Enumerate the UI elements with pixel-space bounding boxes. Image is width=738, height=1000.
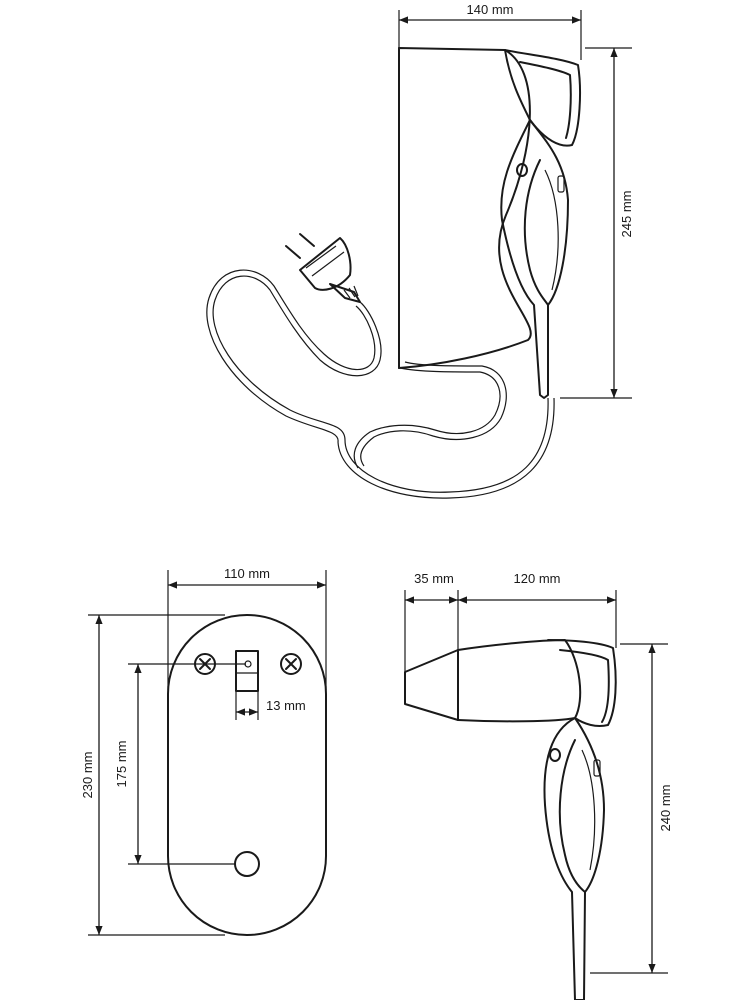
screw-hole-right [280, 653, 302, 675]
dryer-head-inner [519, 61, 572, 139]
dryer-side-handle [543, 717, 605, 1000]
handle-inner-line [544, 169, 559, 291]
dim-top-width: 140 mm [467, 2, 514, 17]
holder-view: 140 mm 245 mm [206, 2, 634, 499]
dim-side-height: 240 mm [658, 785, 673, 832]
mount-slot [235, 650, 259, 692]
dim-plate-height: 230 mm [80, 752, 95, 799]
dryer-nozzle [404, 649, 459, 721]
dryer-barrel [457, 639, 582, 723]
handle-grip-curve [523, 159, 549, 306]
dim-hole-spacing: 175 mm [114, 741, 129, 788]
holder-body [398, 47, 532, 369]
power-cord [206, 269, 555, 499]
side-speed-slider [593, 759, 601, 777]
dim-body-length: 120 mm [514, 571, 561, 586]
dryer-side-head [547, 639, 617, 728]
dim-slot-width: 13 mm [266, 698, 306, 713]
side-switch-button [549, 748, 561, 762]
dryer-head [504, 49, 581, 147]
bottom-hole [234, 851, 260, 877]
wall-plate [167, 614, 327, 936]
dim-plate-width: 110 mm [224, 566, 270, 581]
dim-top-height: 245 mm [619, 191, 634, 238]
switch-button [516, 163, 528, 177]
power-plug [285, 233, 361, 303]
dryer-side-view: 35 mm 120 mm 240 mm [404, 571, 673, 1000]
dim-nozzle-length: 35 mm [414, 571, 454, 586]
dryer-handle [500, 119, 569, 399]
wall-plate-view: 110 mm 230 mm 175 mm 13 mm [80, 566, 327, 936]
speed-slider [557, 175, 565, 193]
